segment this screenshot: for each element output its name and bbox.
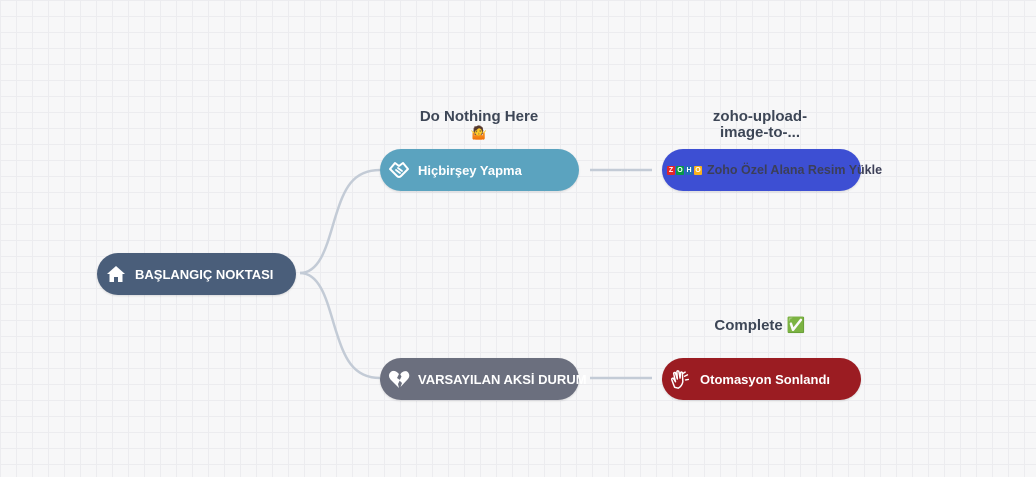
node-start-label: BAŞLANGIÇ NOKTASI: [135, 266, 274, 282]
caption-zoho-upload-line2: image-to-...: [719, 124, 800, 141]
handshake-icon: [388, 159, 410, 181]
node-do-nothing[interactable]: Hiçbirşey Yapma: [380, 149, 579, 191]
node-default-error-label: VARSAYILAN AKSİ DURUM: [418, 371, 587, 387]
broken-heart-icon: [388, 368, 410, 390]
node-start[interactable]: BAŞLANGIÇ NOKTASI: [97, 253, 296, 295]
connector-start-to-default-error: [299, 271, 381, 380]
caption-do-nothing-line1: Do Nothing Here: [419, 108, 539, 125]
caption-finished: Complete ✅: [714, 317, 806, 334]
node-default-error[interactable]: VARSAYILAN AKSİ DURUM: [380, 358, 587, 400]
node-finished[interactable]: Otomasyon Sonlandı: [662, 358, 861, 400]
node-zoho-upload-label: Zoho Özel Alana Resim Yükle: [707, 163, 883, 177]
connector-start-to-do-nothing: [299, 168, 381, 275]
caption-do-nothing: Do Nothing Here 🤷: [394, 109, 564, 141]
clapping-hands-icon: [670, 368, 692, 390]
home-icon: [105, 263, 127, 285]
caption-zoho-upload: zoho-upload- image-to-...: [680, 109, 840, 141]
node-do-nothing-label: Hiçbirşey Yapma: [418, 162, 522, 178]
caption-do-nothing-line2: 🤷: [470, 125, 488, 140]
node-finished-label: Otomasyon Sonlandı: [700, 371, 831, 387]
caption-zoho-upload-line1: zoho-upload-: [712, 108, 808, 125]
